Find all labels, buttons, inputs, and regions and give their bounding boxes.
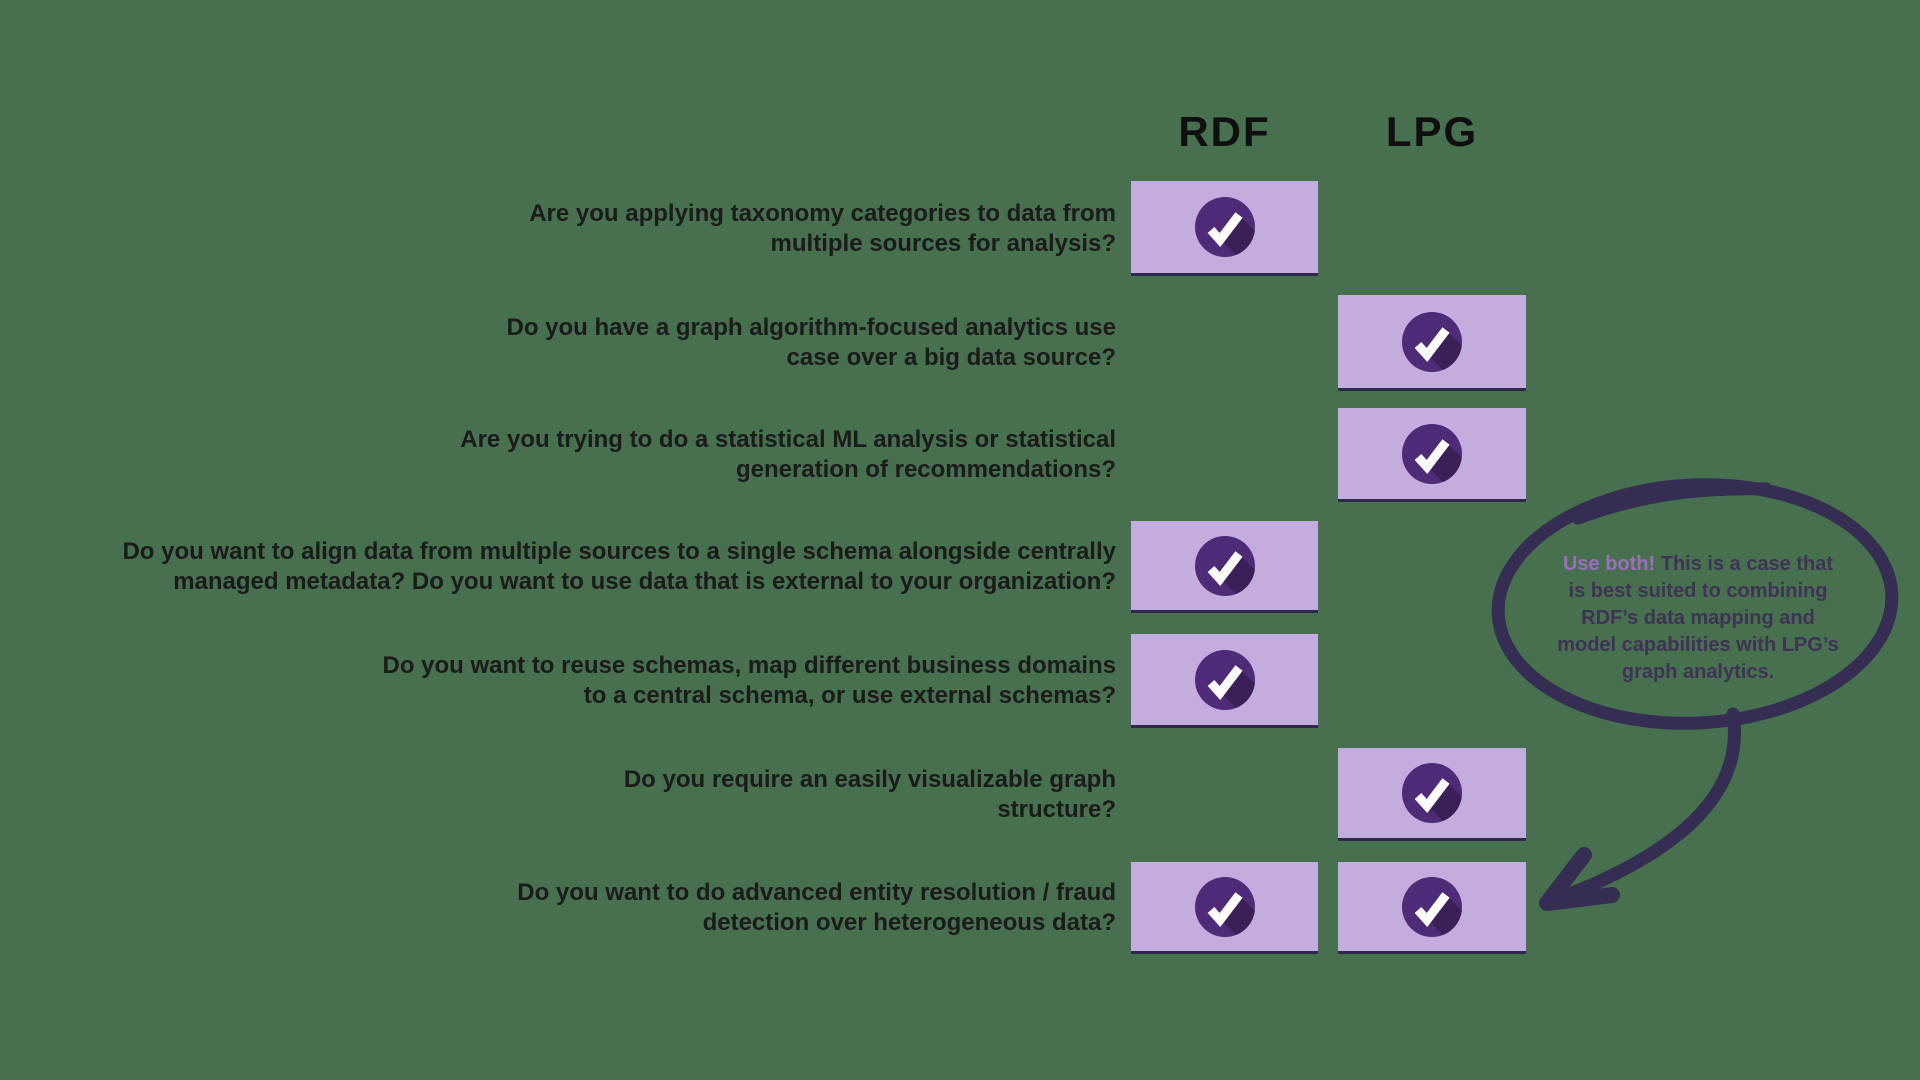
check-icon bbox=[1402, 312, 1462, 372]
question-text: Do you require an easily visualizable gr… bbox=[623, 765, 1116, 793]
question-text: structure? bbox=[997, 795, 1116, 823]
check-icon bbox=[1195, 197, 1255, 257]
bubble-outline bbox=[1491, 478, 1899, 730]
question-text: multiple sources for analysis? bbox=[770, 229, 1116, 257]
question-text: Do you want to do advanced entity resolu… bbox=[517, 879, 1116, 906]
question-text: to a central schema, or use external sch… bbox=[583, 682, 1116, 709]
lpg-check-box bbox=[1338, 408, 1526, 502]
bubble-line: graph analytics. bbox=[1621, 661, 1775, 683]
bubble-text: Use both! This is a case that is best su… bbox=[1500, 551, 1896, 686]
arrow-tail bbox=[1550, 707, 1741, 906]
question-row-5: Do you want to reuse schemas, map differ… bbox=[30, 634, 1116, 728]
lpg-check-box bbox=[1338, 862, 1526, 954]
rdf-check-box bbox=[1131, 181, 1318, 276]
bubble-line: model capabilities with LPG’s bbox=[1557, 634, 1839, 656]
bubble-highlight: Use both! bbox=[1562, 553, 1656, 575]
lpg-column-header: LPG bbox=[1385, 108, 1479, 155]
bubble-line: Use both! This is a case that bbox=[1500, 551, 1896, 578]
bubble-line: RDF’s data mapping and bbox=[1581, 607, 1815, 629]
question-row-3: Are you trying to do a statistical ML an… bbox=[30, 408, 1116, 502]
check-icon bbox=[1195, 536, 1255, 596]
question-text: generation of recommendations? bbox=[735, 456, 1116, 483]
lpg-check-box bbox=[1338, 748, 1526, 841]
question-text: managed metadata? Do you want to use dat… bbox=[173, 568, 1116, 595]
question-row-2: Do you have a graph algorithm-focused an… bbox=[30, 295, 1116, 391]
rdf-check-box bbox=[1131, 862, 1318, 954]
lpg-check-box bbox=[1338, 295, 1526, 391]
question-row-6: Do you require an easily visualizable gr… bbox=[30, 748, 1116, 841]
arrow-head-icon bbox=[1539, 847, 1620, 911]
question-text: Do you want to reuse schemas, map differ… bbox=[382, 652, 1116, 679]
question-text: Do you want to align data from multiple … bbox=[122, 538, 1116, 565]
question-text: Are you trying to do a statistical ML an… bbox=[460, 426, 1116, 453]
bubble-line-rest: This is a case that bbox=[1655, 553, 1834, 575]
check-icon bbox=[1195, 650, 1255, 710]
rdf-check-box bbox=[1131, 521, 1318, 613]
bubble-line: is best suited to combining bbox=[1568, 580, 1828, 602]
question-row-7: Do you want to do advanced entity resolu… bbox=[30, 862, 1116, 954]
question-text: detection over heterogeneous data? bbox=[702, 909, 1116, 936]
question-text: Are you applying taxonomy categories to … bbox=[529, 199, 1116, 227]
question-row-4: Do you want to align data from multiple … bbox=[30, 521, 1116, 613]
bubble-pen-flick bbox=[1571, 482, 1773, 525]
annotation-bubble-graphic bbox=[1491, 478, 1899, 911]
rdf-check-box bbox=[1131, 634, 1318, 728]
question-text: Do you have a graph algorithm-focused an… bbox=[506, 314, 1116, 341]
question-text: case over a big data source? bbox=[786, 344, 1116, 371]
question-row-1: Are you applying taxonomy categories to … bbox=[30, 181, 1116, 276]
check-icon bbox=[1195, 877, 1255, 937]
rdf-column-header: RDF bbox=[1178, 108, 1271, 155]
